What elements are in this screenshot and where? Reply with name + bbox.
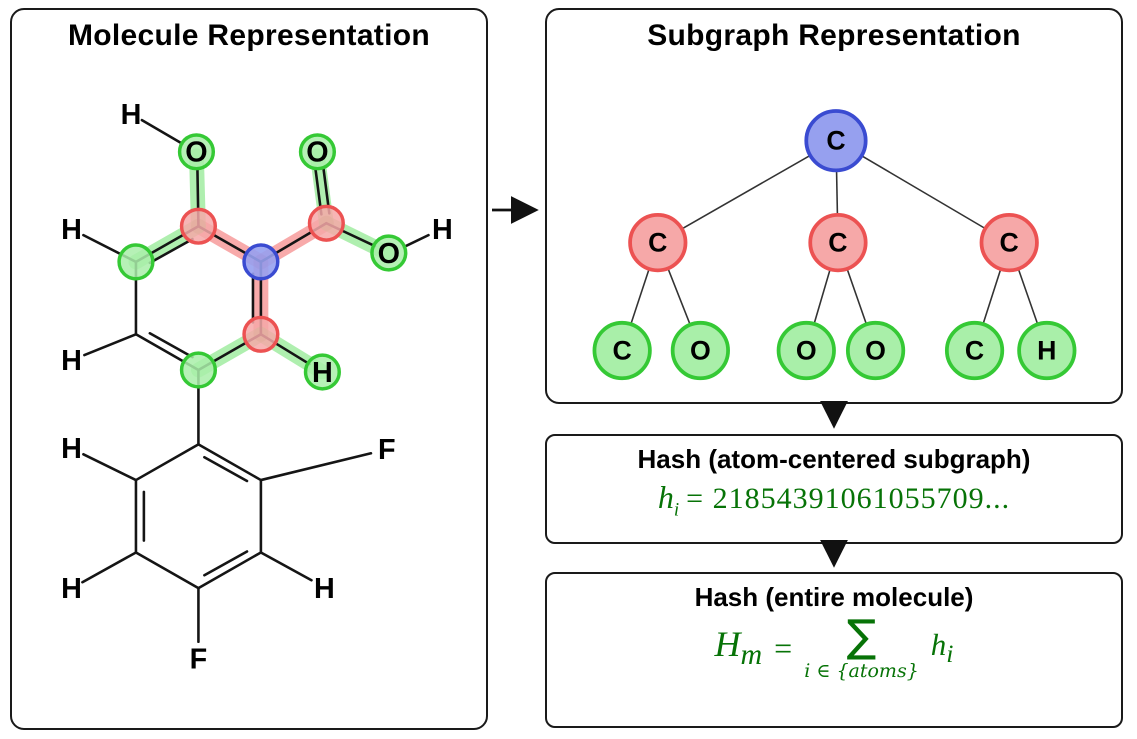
atom-label-ring2-h-left-bottom: H xyxy=(61,573,82,605)
tree-child-label: C xyxy=(648,228,667,258)
highlight-ring-carbon-left xyxy=(117,243,155,281)
tree-leaf-node xyxy=(670,320,730,381)
tree-leaf-label: C xyxy=(965,335,984,365)
tree-root-node xyxy=(804,109,868,173)
tree-child-node xyxy=(808,213,868,273)
formula-hash-value: = 21854391061055709... xyxy=(686,482,1011,515)
sum-limits: i ∈ {atoms} xyxy=(804,660,919,682)
molecule-panel-title: Molecule Representation xyxy=(68,19,430,52)
subgraph-tree: C C C C C O O O C H xyxy=(592,109,1077,381)
highlight-ring-carbon-bottom xyxy=(179,351,218,389)
atom-label-ring2-h-right-bottom: H xyxy=(314,573,335,605)
hash-subgraph-box: Hash (atom-centered subgraph) hi = 21854… xyxy=(545,434,1123,544)
atom-label-ring2-h-left-top: H xyxy=(61,433,82,465)
atom-label-ring1-h-left-top: H xyxy=(61,214,82,246)
hash-molecule-title: Hash (entire molecule) xyxy=(694,582,974,612)
tree-leaf-label: C xyxy=(613,335,632,365)
highlight-carbonyl-o xyxy=(298,133,337,171)
tree-leaf-label: O xyxy=(865,335,886,365)
highlight-carboxyl-carbon xyxy=(307,204,345,242)
atom-labels: H O O O H H H H H F H H F xyxy=(61,99,453,675)
tree-leaf-node xyxy=(944,320,1005,381)
subgraph-panel-title: Subgraph Representation xyxy=(647,19,1021,52)
atom-label-acid-h: H xyxy=(432,214,453,246)
formula-lhs: Hm xyxy=(714,624,763,672)
tree-leaf-node xyxy=(845,320,906,381)
tree-child-node xyxy=(628,213,688,273)
atom-label-ring1-h-right: H xyxy=(312,357,333,389)
highlight-ring-carbon-right xyxy=(242,315,280,353)
equals-sign: = xyxy=(774,629,793,666)
sum-symbol: ∑ xyxy=(846,611,877,662)
highlight-hydrogen-right xyxy=(303,353,341,391)
tree-nodes: C C C C C O O O C H xyxy=(592,109,1077,381)
molecule-bonds xyxy=(81,118,430,643)
atom-label-acid-o: O xyxy=(378,238,400,270)
subgraph-panel: Subgraph Representation C C C xyxy=(545,8,1123,404)
tree-child-label: C xyxy=(1000,228,1019,258)
molecule-panel: Molecule Representation xyxy=(10,8,488,730)
highlight-hydroxyl-o xyxy=(177,133,216,171)
highlight-hydroxyl-carbon xyxy=(179,207,218,245)
formula-variable: hi xyxy=(657,479,680,521)
tree-leaf-label: H xyxy=(1037,335,1056,365)
tree-child-node xyxy=(979,213,1039,273)
hash-molecule-formula: Hm = ∑ i ∈ {atoms} hi xyxy=(547,615,1121,681)
tree-leaf-node xyxy=(776,320,836,381)
highlight-center-carbon xyxy=(242,243,280,281)
hash-molecule-box: Hash (entire molecule) Hm = ∑ i ∈ {atoms… xyxy=(545,572,1123,728)
highlight-acid-o xyxy=(370,234,408,272)
atom-highlight-circles xyxy=(117,133,408,391)
atom-label-ring2-f-bottom: F xyxy=(190,643,208,675)
summation: ∑ i ∈ {atoms} xyxy=(804,615,919,681)
atom-label-ring2-f-right: F xyxy=(378,434,396,466)
tree-root-label: C xyxy=(826,126,845,156)
hash-subgraph-title: Hash (atom-centered subgraph) xyxy=(637,444,1031,474)
formula-rhs: hi xyxy=(930,626,954,669)
atom-label-hydroxyl-h: H xyxy=(121,99,142,131)
tree-leaf-node xyxy=(592,320,652,381)
tree-child-label: C xyxy=(828,228,847,258)
tree-leaf-node xyxy=(1017,320,1077,381)
atom-label-ring1-h-left-bottom: H xyxy=(61,345,82,377)
tree-leaf-label: O xyxy=(690,335,711,365)
atom-label-carbonyl-o: O xyxy=(306,137,328,169)
hash-subgraph-formula: hi = 21854391061055709... xyxy=(547,479,1121,521)
tree-leaf-label: O xyxy=(796,335,817,365)
atom-label-hydroxyl-o: O xyxy=(185,137,207,169)
molecule-structure: H O O O H H H H H F H H F xyxy=(61,99,453,675)
